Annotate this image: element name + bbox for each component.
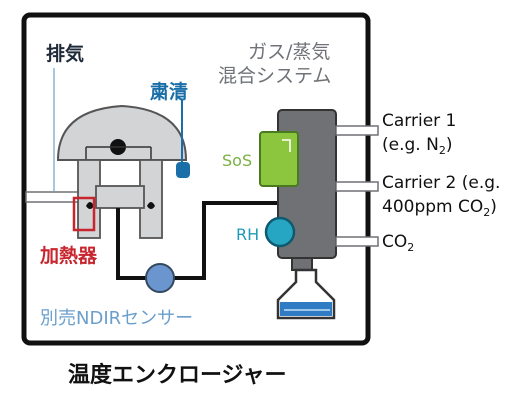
label-enclosure: 温度エンクロージャー (68, 362, 286, 388)
label-mixer-line2: 混合システム (218, 65, 331, 87)
sos-module (259, 131, 299, 187)
label-carrier2-line1: Carrier 2 (e.g. (382, 173, 500, 193)
carrier2-pre: 400ppm CO (382, 197, 483, 217)
ndir-sensor (145, 263, 175, 293)
label-exhaust: 排気 (46, 42, 84, 65)
rh-sensor (264, 216, 296, 248)
input-pipes (335, 125, 379, 247)
label-heater: 加熱器 (39, 244, 98, 267)
carrier1-sub: 2 (439, 144, 446, 157)
label-rh: RH (236, 225, 259, 244)
carrier2-post: ) (490, 197, 497, 217)
label-mixer-line1: ガス/蒸気 (248, 41, 330, 63)
label-carrier1-line1: Carrier 1 (382, 111, 456, 131)
gas-line-to-ndir (116, 208, 148, 280)
label-carrier2-line2: 400ppm CO2) (382, 197, 497, 219)
co2-sub: 2 (407, 241, 414, 254)
gas-line-to-manifold (172, 201, 278, 280)
label-ndir: 別売NDIRセンサー (40, 308, 193, 329)
carrier1-pre: (e.g. N (382, 135, 439, 155)
enclosure-frame (21, 12, 371, 346)
purge-line (175, 95, 190, 178)
label-carrier1-line2: (e.g. N2) (382, 135, 452, 157)
co2-pre: CO (382, 232, 407, 252)
carrier2-sub: 2 (483, 206, 490, 219)
label-purge: 粛清 (149, 80, 188, 103)
carrier1-post: ) (446, 135, 453, 155)
label-sos: SoS (222, 151, 252, 170)
humidifier-flask (276, 268, 336, 320)
label-co2: CO2 (382, 232, 414, 254)
heater-marker (72, 196, 96, 232)
